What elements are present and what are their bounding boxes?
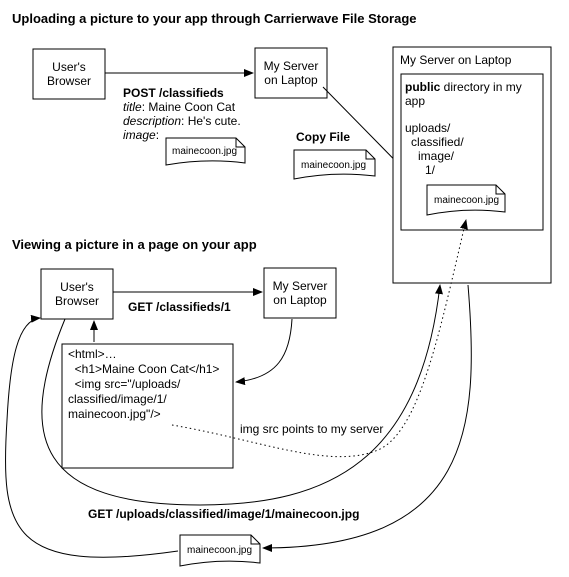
html-line-3: <img src="/uploads/ xyxy=(68,377,181,391)
response-arrow xyxy=(235,318,293,386)
post-image-key: image xyxy=(123,128,156,142)
upload-server-line2: on Laptop xyxy=(264,73,318,87)
view-heading: Viewing a picture in a page on your app xyxy=(12,237,257,252)
upload-browser-box: User's Browser xyxy=(32,48,106,100)
post-file-doc: mainecoon.jpg xyxy=(165,137,246,166)
html-line-2: <h1>Maine Coon Cat</h1> xyxy=(68,362,219,376)
post-description-value: : He's cute. xyxy=(181,114,241,128)
img-src-dotted-arrow xyxy=(171,219,468,458)
returned-file-name: mainecoon.jpg xyxy=(187,545,252,556)
view-browser-box: User's Browser xyxy=(40,268,114,320)
post-path: POST /classifieds xyxy=(123,86,224,100)
upload-server-line1: My Server xyxy=(264,59,319,73)
stored-file-name: mainecoon.jpg xyxy=(434,195,499,206)
public-directory-line1: public directory in my xyxy=(405,80,522,94)
path-uploads: uploads/ xyxy=(405,121,451,135)
image-response-arrow xyxy=(262,284,472,552)
post-description-key: description xyxy=(123,114,181,128)
stored-file-doc: mainecoon.jpg xyxy=(426,184,506,216)
public-directory-text: directory in my xyxy=(440,80,521,94)
path-classified: classified/ xyxy=(411,135,464,149)
returned-file-doc: mainecoon.jpg xyxy=(179,534,261,567)
html-line-5: mainecoon.jpg"/> xyxy=(68,407,161,421)
view-server-box: My Server on Laptop xyxy=(263,267,337,319)
copy-file-doc: mainecoon.jpg xyxy=(293,149,376,180)
upload-browser-line2: Browser xyxy=(47,74,91,88)
server-panel: My Server on Laptop public directory in … xyxy=(392,46,552,284)
html-line-1: <html>… xyxy=(68,347,117,361)
post-image-colon: : xyxy=(156,128,159,142)
path-image: image/ xyxy=(418,149,455,163)
view-server-line2: on Laptop xyxy=(273,293,327,307)
post-file-name: mainecoon.jpg xyxy=(172,146,237,157)
image-to-browser-arrow xyxy=(5,314,179,558)
get-image-arrow xyxy=(41,284,443,506)
view-browser-line2: Browser xyxy=(55,294,99,308)
post-image-field: image: xyxy=(123,128,159,142)
html-response-doc: <html>… <h1>Maine Coon Cat</h1> <img src… xyxy=(61,343,234,469)
post-description-field: description: He's cute. xyxy=(123,114,241,128)
post-title-value: : Maine Coon Cat xyxy=(142,100,236,114)
server-panel-title: My Server on Laptop xyxy=(400,53,512,67)
html-line-4: classified/image/1/ xyxy=(68,392,167,406)
upload-browser-line1: User's xyxy=(52,60,86,74)
img-src-note: img src points to my server xyxy=(240,422,383,436)
upload-heading: Uploading a picture to your app through … xyxy=(12,11,417,26)
public-directory-line2: app xyxy=(405,94,425,108)
get-page-label: GET /classifieds/1 xyxy=(128,300,231,314)
path-id: 1/ xyxy=(425,163,436,177)
view-server-line1: My Server xyxy=(273,279,328,293)
copy-file-label: Copy File xyxy=(296,130,350,144)
upload-server-box: My Server on Laptop xyxy=(254,47,328,99)
get-image-label: GET /uploads/classified/image/1/mainecoo… xyxy=(88,507,359,521)
view-browser-line1: User's xyxy=(60,280,94,294)
post-title-field: title: Maine Coon Cat xyxy=(123,100,236,114)
post-title-key: title xyxy=(123,100,142,114)
public-keyword: public xyxy=(405,80,441,94)
copy-file-name: mainecoon.jpg xyxy=(301,160,366,171)
